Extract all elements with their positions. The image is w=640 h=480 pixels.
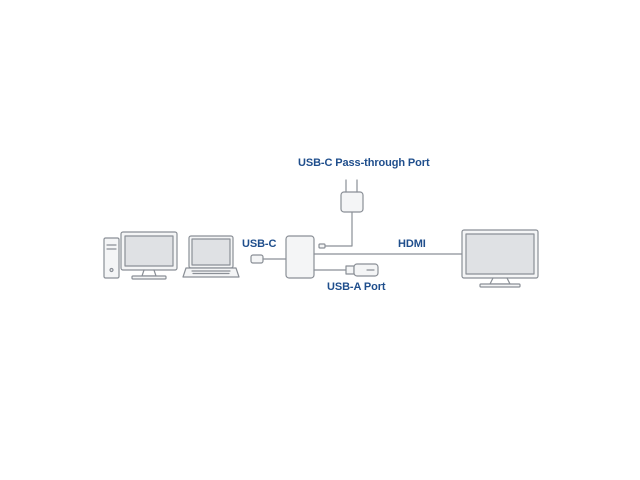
power-plug-icon <box>340 179 364 213</box>
hdmi-label: HDMI <box>398 238 426 250</box>
usb-c-label: USB-C <box>242 238 277 250</box>
adapter-icon <box>285 235 315 279</box>
laptop-icon <box>182 235 240 278</box>
passthrough-port-label: USB-C Pass-through Port <box>298 157 430 169</box>
monitor-icon <box>120 231 178 280</box>
external-monitor-icon <box>461 229 539 288</box>
usb-a-port-label: USB-A Port <box>327 281 386 293</box>
usb-c-cable <box>250 254 287 264</box>
usb-flash-drive-icon <box>345 263 379 277</box>
power-cable <box>318 211 353 249</box>
desktop-pc-icon <box>103 237 120 279</box>
